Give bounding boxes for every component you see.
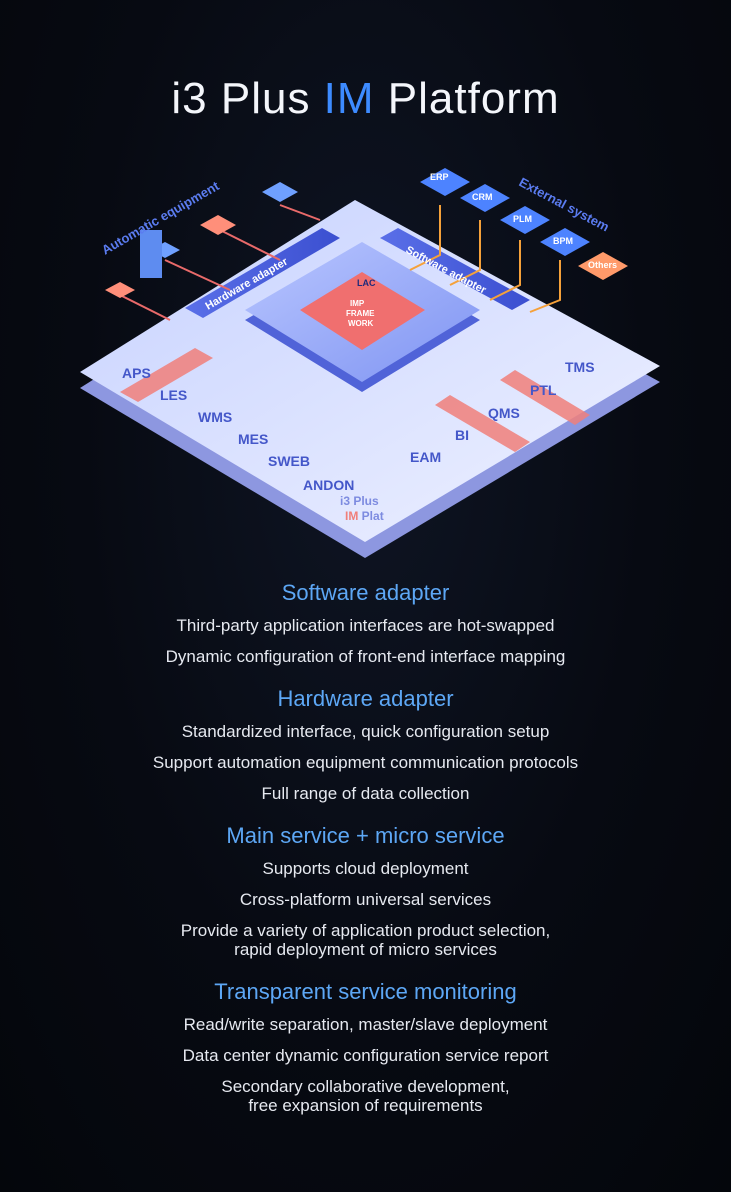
module-andon: ANDON [303, 477, 354, 493]
external-wires [409, 205, 561, 313]
section-main-service: Main service + micro service Supports cl… [0, 823, 731, 959]
label-lac: LAC [357, 278, 376, 288]
equipment-wires [119, 204, 321, 321]
hardware-adapter-band [185, 228, 340, 318]
section-line: Data center dynamic configuration servic… [182, 1046, 549, 1065]
external-system-boxes [420, 168, 628, 280]
plate-label-line2: IM Plat [345, 509, 384, 523]
module-eam: EAM [410, 449, 441, 465]
platform-diagram: Automatic equipment External system Hard… [80, 168, 660, 558]
label-framework-3: WORK [348, 319, 374, 328]
section-line: Standardized interface, quick configurat… [181, 722, 550, 741]
section-line: Cross-platform universal services [239, 890, 492, 909]
plate-label-line1: i3 Plus [340, 494, 379, 508]
label-framework-1: IMP [350, 299, 365, 308]
section-line: Third-party application interfaces are h… [176, 616, 555, 635]
module-aps: APS [122, 365, 151, 381]
section-software-adapter: Software adapter Third-party application… [0, 580, 731, 666]
module-mes: MES [238, 431, 268, 447]
page-title: i3 Plus IM Platform [171, 74, 560, 123]
software-adapter-band [380, 228, 530, 310]
module-bi: BI [455, 427, 469, 443]
section-line: Provide a variety of application product… [180, 921, 551, 959]
section-line: Support automation equipment communicati… [152, 753, 579, 772]
module-qms: QMS [488, 405, 520, 421]
section-hardware-adapter: Hardware adapter Standardized interface,… [0, 686, 731, 803]
section-line: Full range of data collection [261, 784, 470, 803]
section-heading: Software adapter [281, 580, 450, 605]
section-service-monitoring: Transparent service monitoring Read/writ… [0, 979, 731, 1115]
section-line: Secondary collaborative development, fre… [221, 1077, 510, 1115]
module-tms: TMS [565, 359, 595, 375]
module-wms: WMS [198, 409, 232, 425]
label-crm: CRM [472, 192, 493, 202]
label-bpm: BPM [553, 236, 573, 246]
module-ptl: PTL [530, 382, 557, 398]
module-les: LES [160, 387, 187, 403]
module-sweb: SWEB [268, 453, 310, 469]
label-others: Others [588, 260, 617, 270]
core-platform [245, 242, 480, 392]
label-erp: ERP [430, 172, 449, 182]
section-line: Dynamic configuration of front-end inter… [165, 647, 566, 666]
section-heading: Main service + micro service [226, 823, 505, 848]
section-heading: Hardware adapter [277, 686, 454, 711]
label-plm: PLM [513, 214, 532, 224]
title-accent: IM [323, 74, 375, 123]
automatic-equipment [105, 182, 298, 298]
feature-sections: Software adapter Third-party application… [0, 580, 731, 1135]
module-slots [120, 348, 590, 452]
section-line: Supports cloud deployment [262, 859, 469, 878]
label-framework-2: FRAME [346, 309, 375, 318]
section-heading: Transparent service monitoring [214, 979, 517, 1004]
section-line: Read/write separation, master/slave depl… [183, 1015, 548, 1034]
